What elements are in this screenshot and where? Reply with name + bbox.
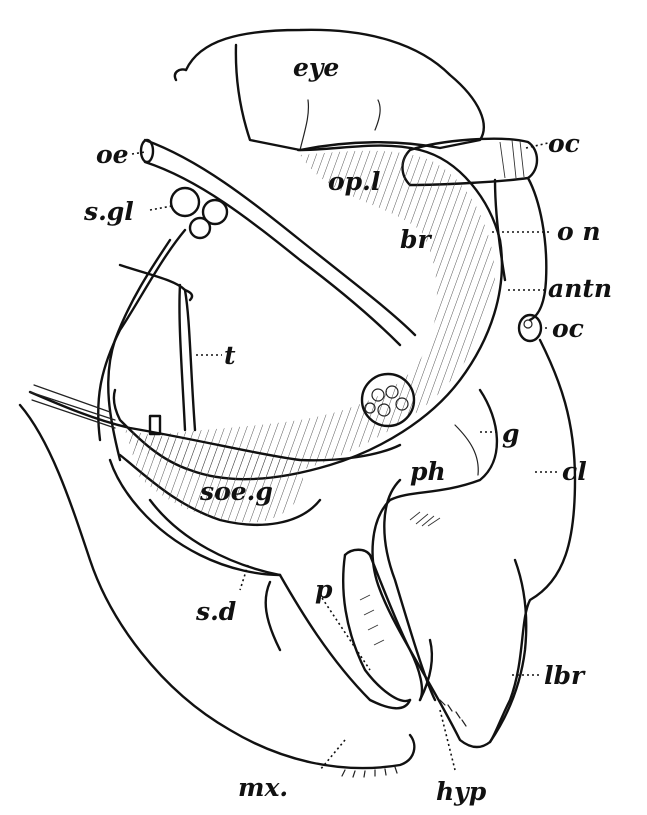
label-p: p <box>315 575 333 604</box>
palp <box>342 548 424 703</box>
label-eye: eye <box>293 53 339 82</box>
compound-eye <box>173 28 485 152</box>
salivary-gland <box>97 186 229 462</box>
label-ph: ph <box>410 457 446 486</box>
label-soe-g: soe.g <box>199 477 273 506</box>
label-op-l: op.l <box>328 167 380 196</box>
label-lbr: lbr <box>544 661 586 690</box>
label-br: br <box>400 225 432 254</box>
salivary-duct <box>148 498 412 710</box>
ganglion <box>360 372 416 428</box>
label-t: t <box>224 341 236 370</box>
maxilla <box>18 403 416 778</box>
label-antn: antn <box>548 274 612 303</box>
label-mx: mx. <box>238 773 288 802</box>
label-hyp: hyp <box>436 777 487 806</box>
label-cl: cl <box>562 457 587 486</box>
hypopharynx <box>418 638 467 727</box>
label-s-gl: s.gl <box>83 197 134 226</box>
label-s-d: s.d <box>195 597 236 626</box>
label-g: g <box>502 419 519 448</box>
pharynx <box>383 478 441 702</box>
label-oc-bottom: oc <box>552 314 584 343</box>
suboesophageal-ganglion <box>28 384 402 526</box>
oesophagus <box>139 138 417 347</box>
label-o-n: o n <box>557 217 601 246</box>
leader-lines <box>131 142 560 771</box>
label-oc-top: oc <box>548 129 580 158</box>
tracheal-tube <box>118 263 197 432</box>
label-oe: oe <box>96 140 129 169</box>
